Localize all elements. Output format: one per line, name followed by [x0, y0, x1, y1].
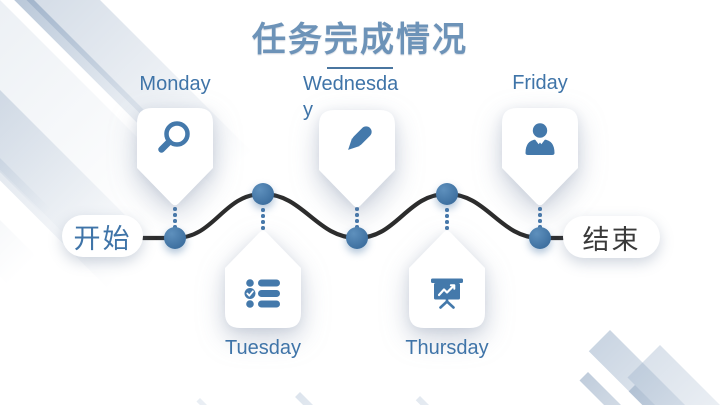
day-label-friday: Friday — [512, 72, 568, 94]
start-pill: 开始 — [62, 215, 143, 257]
timeline-node-friday — [529, 227, 551, 249]
checklist-icon — [244, 279, 280, 308]
dotted-connector-thursday — [445, 208, 449, 230]
presentation-chart-icon — [431, 278, 463, 309]
title-underline — [327, 67, 393, 69]
businessperson-icon — [525, 123, 555, 155]
diagonal-streak — [196, 398, 264, 405]
end-pill: 结束 — [563, 216, 660, 258]
magnifier-icon — [158, 121, 190, 153]
day-label-wednesday: Wednesday — [303, 73, 399, 121]
timeline-node-thursday — [436, 183, 458, 205]
diagonal-streak — [628, 385, 720, 405]
card-thursday — [409, 228, 485, 328]
diagonal-streak — [588, 330, 720, 405]
day-label-monday: Monday — [139, 73, 211, 95]
dotted-connector-monday — [173, 207, 177, 229]
card-shape — [225, 230, 301, 328]
card-shape — [319, 110, 395, 208]
card-tuesday — [225, 228, 301, 328]
day-label-thursday: Thursday — [405, 337, 489, 359]
timeline-node-monday — [164, 227, 186, 249]
dotted-connector-wednesday — [355, 207, 359, 229]
card-monday — [137, 108, 213, 208]
page-title: 任务完成情况 — [252, 21, 468, 59]
timeline-node-wednesday — [346, 227, 368, 249]
diagonal-streak — [295, 392, 385, 405]
pencil-icon — [348, 126, 372, 150]
card-wednesday — [319, 110, 395, 210]
day-label-tuesday: Tuesday — [225, 337, 301, 359]
start-label: 开始 — [73, 223, 132, 254]
card-shape — [502, 108, 578, 206]
dotted-connector-friday — [538, 207, 542, 229]
diagonal-streak — [579, 372, 720, 405]
dotted-connector-tuesday — [261, 208, 265, 230]
timeline-node-tuesday — [252, 183, 274, 205]
diagonal-streak — [415, 396, 498, 405]
slide-title-block: 任务完成情况 — [0, 12, 720, 69]
card-friday — [502, 108, 578, 208]
diagonal-streak — [627, 345, 720, 405]
end-label: 结束 — [582, 224, 641, 255]
